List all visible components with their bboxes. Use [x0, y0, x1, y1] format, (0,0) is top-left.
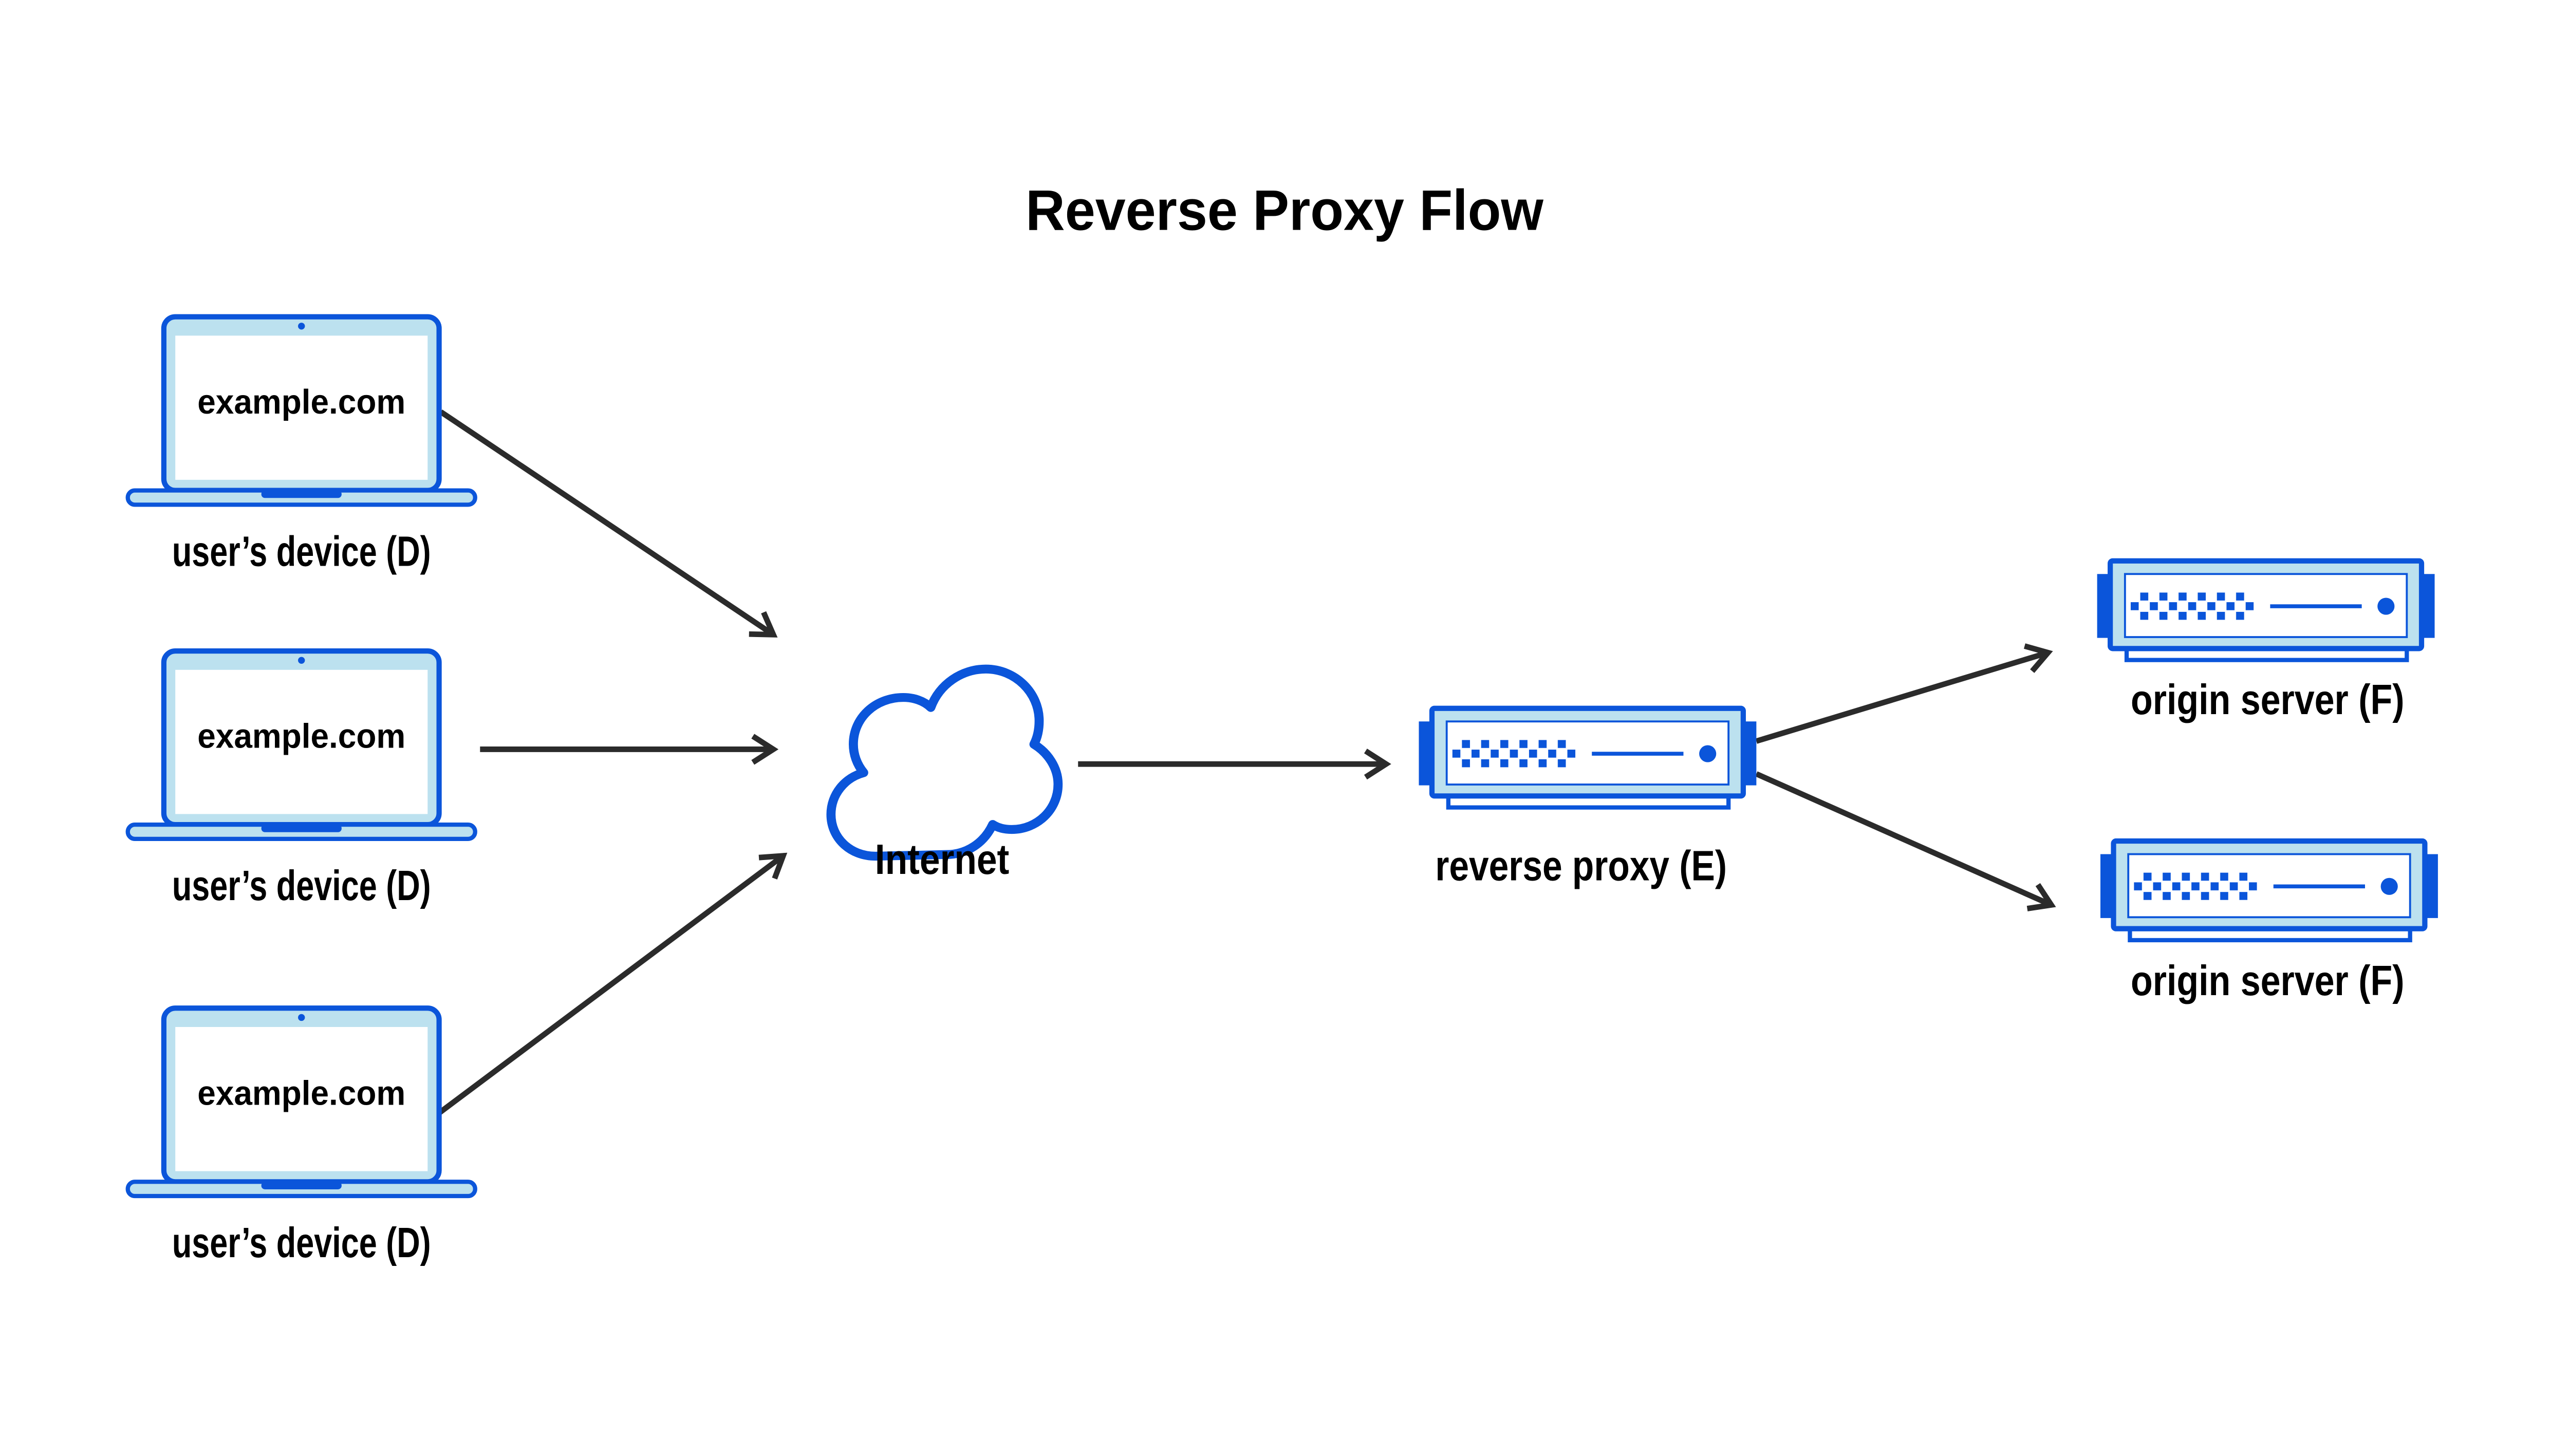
node-origin-server-1: origin server (F): [2097, 558, 2435, 723]
laptop-screen: [175, 1026, 428, 1171]
device3-screen-label: example.com: [197, 1074, 405, 1112]
arrow-proxy-to-origin2: [1755, 771, 2056, 911]
laptop-screen: [175, 335, 428, 480]
reverse-proxy-label: reverse proxy (E): [1435, 842, 1727, 890]
server-icon: [2100, 838, 2438, 943]
node-internet: Internet: [826, 664, 1063, 883]
power-led-icon: [2380, 878, 2398, 895]
laptop-notch: [261, 825, 342, 832]
vent-dots-icon: [2134, 872, 2257, 900]
camera-dot-icon: [298, 657, 305, 664]
origin-server2-label: origin server (F): [2131, 957, 2405, 1004]
device1-label: user’s device (D): [172, 527, 431, 575]
laptop-screen: [175, 669, 428, 814]
node-user-device-3: example.com user’s device (D): [125, 1005, 477, 1266]
arrow-device1-to-internet: [439, 409, 778, 638]
server-icon: [2097, 558, 2435, 662]
vent-dots-icon: [1452, 740, 1576, 768]
vent-dots-icon: [2130, 592, 2254, 620]
arrow-proxy-to-origin1: [1755, 643, 2053, 744]
laptop-notch: [261, 1182, 342, 1189]
node-user-device-2: example.com user’s device (D): [125, 648, 477, 909]
arrow-device3-to-internet: [437, 852, 788, 1115]
laptop-notch: [261, 490, 342, 498]
cloud-icon: [826, 664, 1063, 861]
camera-dot-icon: [298, 323, 305, 330]
cloud-outline: [826, 664, 1063, 861]
device2-screen-label: example.com: [197, 717, 405, 755]
origin-server1-label: origin server (F): [2131, 676, 2405, 723]
power-led-icon: [1699, 745, 1717, 762]
arrows: [437, 409, 2056, 1115]
laptop-icon: [125, 314, 477, 507]
page-title: Reverse Proxy Flow: [1026, 178, 1544, 242]
server-icon: [1419, 705, 1757, 810]
power-led-icon: [2377, 598, 2395, 615]
device2-label: user’s device (D): [172, 862, 431, 909]
device1-screen-label: example.com: [197, 383, 405, 421]
laptop-icon: [125, 1005, 477, 1199]
node-reverse-proxy: reverse proxy (E): [1419, 705, 1757, 890]
laptop-icon: [125, 648, 477, 842]
camera-dot-icon: [298, 1014, 305, 1021]
node-user-device-1: example.com user’s device (D): [125, 314, 477, 575]
device3-label: user’s device (D): [172, 1219, 431, 1266]
node-origin-server-2: origin server (F): [2100, 838, 2438, 1004]
internet-label: Internet: [875, 835, 1009, 883]
